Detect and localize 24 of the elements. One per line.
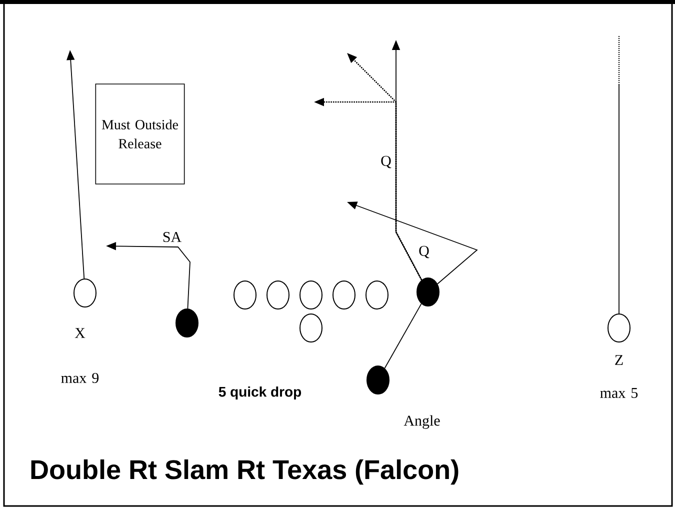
route-label: Q [418, 244, 430, 260]
player-label: max 9 [61, 372, 99, 384]
player-circle [608, 314, 630, 342]
play-title: Double Rt Slam Rt Texas (Falcon) [31, 459, 458, 485]
player-circle [266, 280, 290, 310]
route-label: Q [380, 154, 392, 170]
player-circle [366, 280, 388, 310]
player-dot [366, 366, 390, 394]
route-label: SA [161, 230, 183, 244]
player-circle [300, 314, 322, 342]
player-dot [416, 278, 440, 306]
player-circle [332, 280, 356, 310]
route-line [384, 303, 422, 369]
route-line [618, 84, 620, 314]
player-label: Angle [404, 415, 440, 429]
note-text: 5 quick drop [218, 386, 302, 400]
player-circle [74, 278, 96, 308]
player-label: X [74, 328, 86, 338]
player-circle [300, 280, 322, 310]
player-label: Z [615, 355, 623, 365]
note-box: Must Outside Release [95, 84, 185, 184]
player-label: max 5 [600, 388, 638, 398]
player-dot [176, 308, 198, 338]
player-circle [234, 280, 256, 310]
